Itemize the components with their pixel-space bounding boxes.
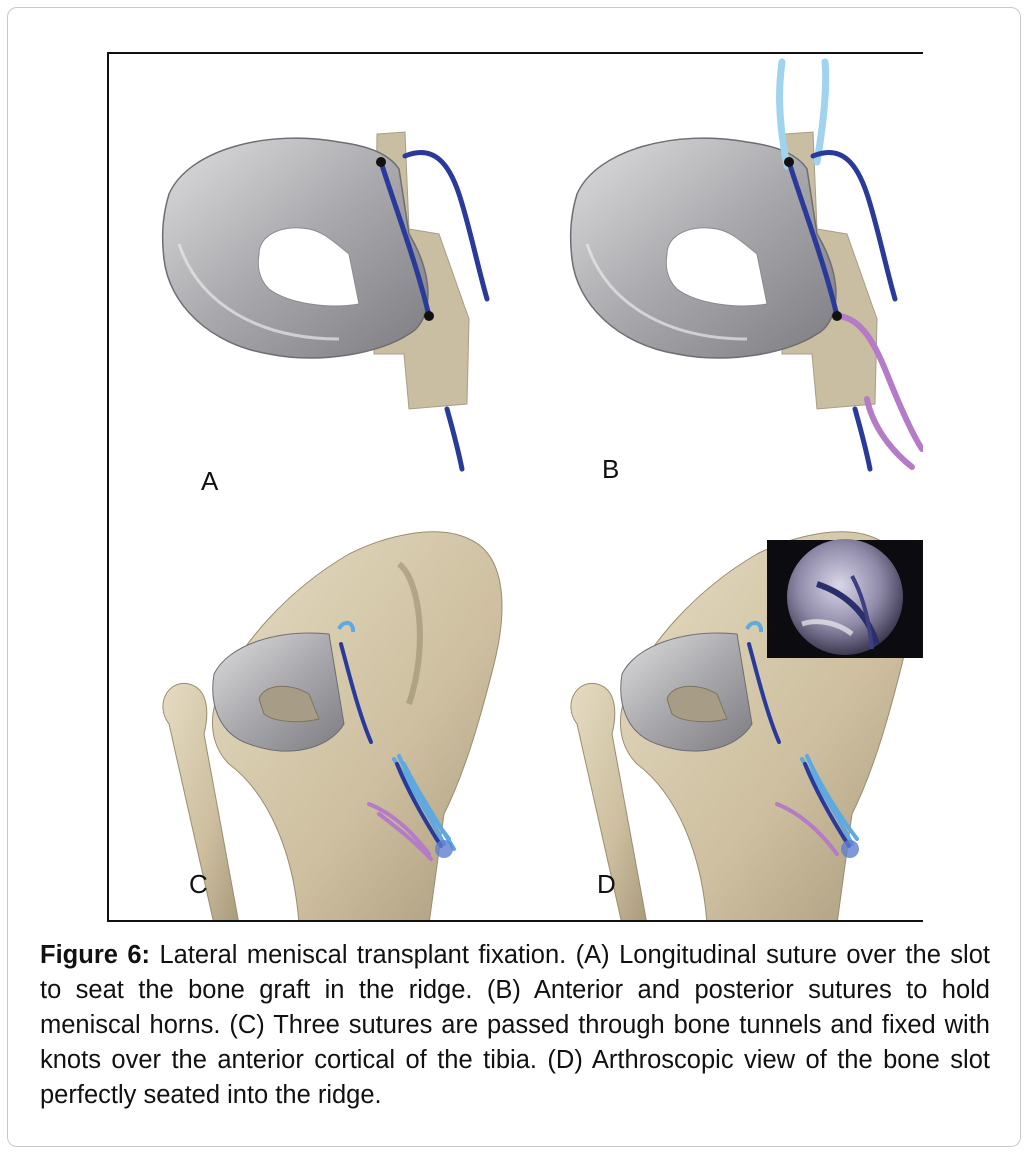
panel-c: C (109, 494, 517, 920)
panel-label-a: A (201, 466, 219, 496)
panel-label-c: C (189, 869, 208, 899)
figure-frame: A B (107, 52, 923, 922)
panel-d: D (517, 494, 923, 920)
panel-label-d: D (597, 869, 616, 899)
tibia-illustration-c (162, 531, 503, 920)
meniscus-illustration-b (569, 58, 923, 472)
panel-a: A (109, 54, 517, 496)
panel-b: B (517, 54, 923, 494)
caption-text: Lateral meniscal transplant fixation. (A… (40, 941, 990, 1109)
caption-label: Figure 6: (40, 941, 151, 969)
figure-caption: Figure 6: Lateral meniscal transplant fi… (40, 938, 990, 1113)
panel-label-b: B (602, 454, 620, 484)
tibia-illustration-d (570, 531, 923, 920)
meniscus-illustration-a (161, 131, 490, 472)
